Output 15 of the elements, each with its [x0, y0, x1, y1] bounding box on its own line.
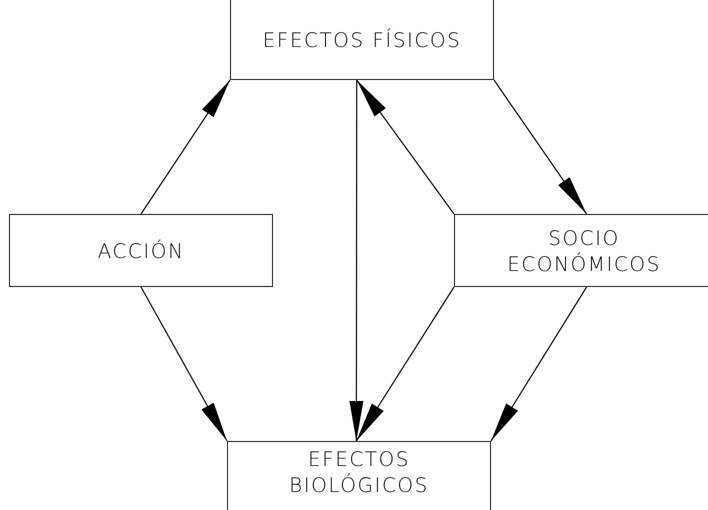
arrow	[140, 286, 228, 442]
box-label: SOCIO ECONÓMICOS	[506, 224, 662, 276]
process-box	[9, 214, 273, 287]
arrow	[356, 286, 454, 442]
process-box	[230, 0, 494, 80]
process-box	[454, 214, 708, 287]
arrow	[349, 80, 364, 441]
arrow	[356, 80, 454, 214]
box-label: ACCIÓN	[96, 238, 186, 264]
box-label: EFECTOS FÍSICOS	[262, 26, 462, 52]
arrow	[490, 286, 588, 442]
arrow	[140, 80, 230, 214]
process-box	[227, 441, 491, 510]
arrow	[494, 80, 588, 214]
box-label: EFECTOS BIOLÓGICOS	[288, 446, 430, 498]
